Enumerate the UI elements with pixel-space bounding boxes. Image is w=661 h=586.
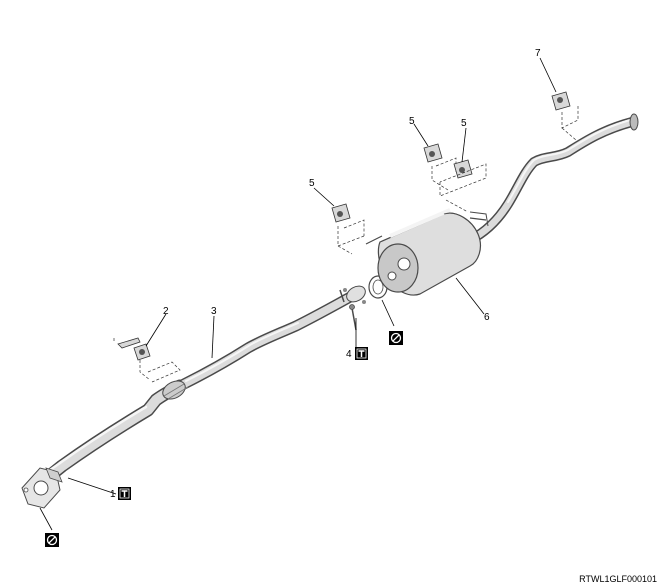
do-not-reuse-symbol-icon [45, 533, 59, 547]
leader-lines [39, 57, 557, 531]
do-not-reuse-symbol-icon [389, 331, 403, 345]
center-exhaust-pipe [178, 290, 358, 390]
rear-exhaust-pipe [465, 113, 639, 245]
hanger-7 [551, 91, 579, 141]
front-exhaust-pipe [45, 379, 187, 481]
bolt-4 [339, 289, 357, 331]
callout-2: 2 [163, 306, 169, 317]
callout-6: 6 [484, 312, 490, 323]
callout-7: 7 [535, 48, 541, 59]
front-flange [21, 467, 63, 509]
callout-4: 4 [346, 349, 352, 360]
hanger-2 [113, 337, 181, 383]
middle-flange [343, 285, 366, 304]
callout-1: 1 [110, 489, 116, 500]
callout-3: 3 [211, 306, 217, 317]
callout-5-front: 5 [309, 178, 315, 189]
flexible-joint [162, 380, 189, 400]
tighten-symbol-icon [355, 347, 368, 360]
callout-labels: 1 2 3 4 5 5 5 6 7 [110, 48, 541, 500]
hanger-5-front [331, 203, 365, 255]
muffler [365, 208, 489, 296]
tighten-symbol-icon [118, 487, 131, 500]
hanger-5-rear [439, 159, 487, 213]
callout-5-rear: 5 [461, 118, 467, 129]
image-code: RTWL1GLF000101 [579, 574, 657, 584]
hanger-5-middle [423, 143, 457, 191]
callout-5-middle: 5 [409, 116, 415, 127]
